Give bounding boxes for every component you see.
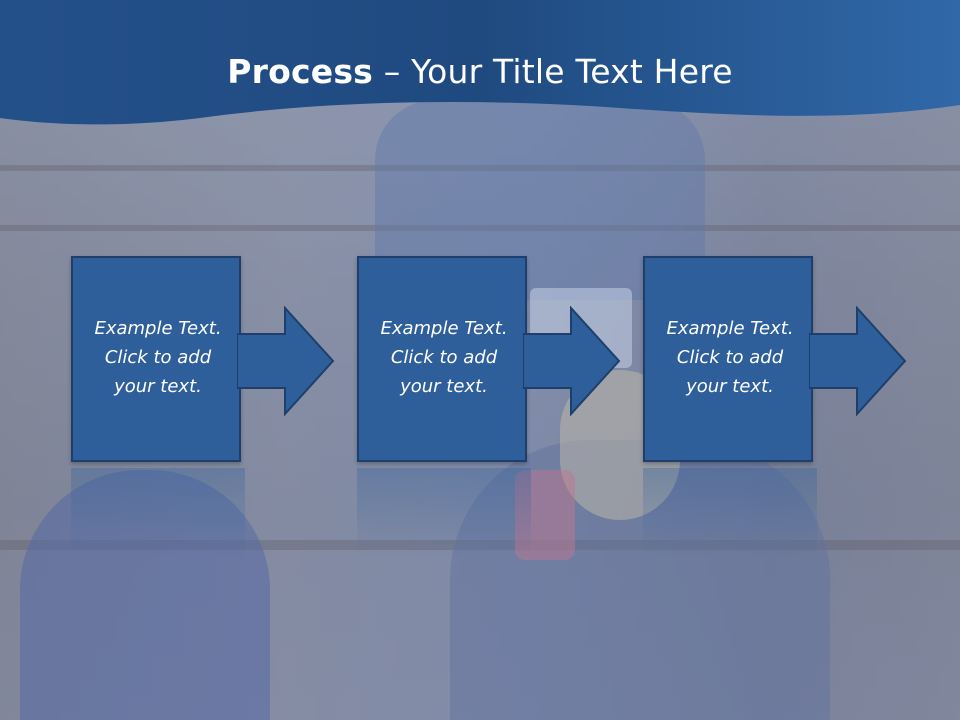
arrow-right-icon <box>809 306 907 416</box>
shelf-line <box>0 540 960 550</box>
process-step-1: Example Text. Click to add your text. <box>71 256 335 466</box>
step-text[interactable]: Example Text. Click to add your text. <box>94 318 222 397</box>
arrow-right-icon <box>237 306 335 416</box>
title-bold: Process <box>227 52 374 91</box>
process-step-2: Example Text. Click to add your text. <box>357 256 621 466</box>
slide-title[interactable]: Process – Your Title Text Here <box>0 52 960 91</box>
step-box[interactable]: Example Text. Click to add your text. <box>71 256 241 462</box>
step-reflection <box>357 468 531 558</box>
step-text[interactable]: Example Text. Click to add your text. <box>666 318 794 397</box>
pink-shirt <box>515 470 575 560</box>
step-text[interactable]: Example Text. Click to add your text. <box>380 318 508 397</box>
title-banner <box>0 0 960 125</box>
step-box[interactable]: Example Text. Click to add your text. <box>643 256 813 462</box>
step-box[interactable]: Example Text. Click to add your text. <box>357 256 527 462</box>
arrow-right-icon <box>523 306 621 416</box>
step-reflection <box>71 468 245 558</box>
shelf-line <box>0 225 960 231</box>
title-rest: – Your Title Text Here <box>373 52 733 91</box>
person-left <box>20 470 270 720</box>
shelf-line <box>0 165 960 171</box>
person-right <box>450 440 830 720</box>
process-step-3: Example Text. Click to add your text. <box>643 256 907 466</box>
step-reflection <box>643 468 817 558</box>
